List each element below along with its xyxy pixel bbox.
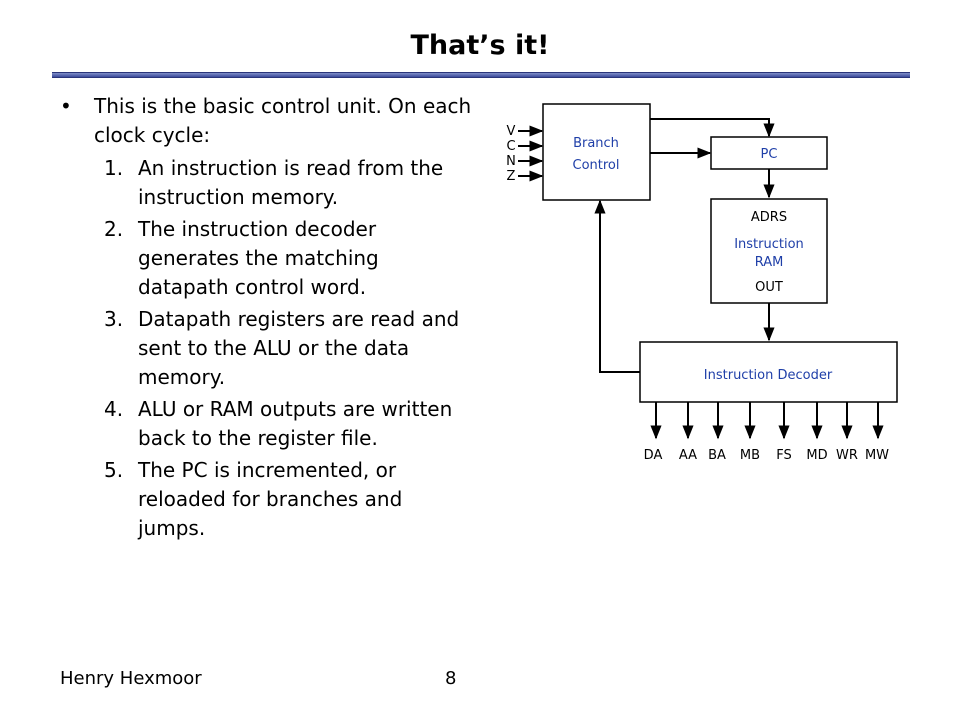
ram-label-2: RAM — [755, 255, 784, 270]
out-md-label: MD — [806, 448, 827, 463]
step-text: An instruction is read from the instruct… — [138, 156, 444, 209]
branch-control-label-1: Branch — [573, 136, 619, 151]
flag-n-label: N — [506, 154, 516, 169]
step-number: 1. — [104, 156, 124, 180]
out-mb-label: MB — [740, 448, 760, 463]
step-number: 5. — [104, 458, 124, 482]
branch-to-pc-load-arrow — [650, 118, 775, 138]
out-da-label: DA — [644, 448, 663, 463]
decoder-to-branch-arrow — [594, 199, 640, 373]
step-number: 3. — [104, 307, 124, 331]
out-aa-label: AA — [679, 448, 697, 463]
branch-control-block — [542, 103, 651, 201]
flag-z-label: Z — [507, 169, 516, 184]
ram-label-1: Instruction — [734, 237, 804, 252]
step-text: Datapath registers are read and sent to … — [138, 307, 460, 389]
instruction-ram-block — [710, 198, 828, 304]
title-divider — [52, 72, 910, 78]
pc-label: PC — [761, 147, 778, 162]
ram-out-label: OUT — [755, 280, 783, 295]
step-number: 2. — [104, 217, 124, 241]
out-mw-label: MW — [865, 448, 889, 463]
bullet-icon: • — [60, 94, 72, 118]
step-item: 4. ALU or RAM outputs are written back to… — [104, 395, 474, 453]
step-item: 5. The PC is incremented, or reloaded for… — [104, 456, 474, 543]
step-item: 1. An instruction is read from the instru… — [104, 154, 474, 212]
flag-c-label: C — [506, 139, 515, 154]
out-fs-label: FS — [776, 448, 792, 463]
out-ba-label: BA — [708, 448, 726, 463]
decoder-label: Instruction Decoder — [704, 368, 833, 383]
step-item: 3. Datapath registers are read and sent t… — [104, 305, 474, 392]
out-wr-label: WR — [836, 448, 858, 463]
footer-author: Henry Hexmoor — [60, 668, 202, 689]
step-text: The PC is incremented, or reloaded for b… — [138, 458, 403, 540]
step-number: 4. — [104, 397, 124, 421]
step-item: 2. The instruction decoder generates the … — [104, 215, 474, 302]
step-text: ALU or RAM outputs are written back to t… — [138, 397, 453, 450]
bullet-text: This is the basic control unit. On each … — [94, 94, 472, 147]
page-number: 8 — [445, 668, 457, 689]
flag-v-label: V — [507, 124, 516, 139]
step-text: The instruction decoder generates the ma… — [138, 217, 379, 299]
instruction-decoder-block — [639, 341, 898, 403]
ram-adrs-label: ADRS — [751, 210, 787, 225]
slide-title: That’s it! — [410, 30, 550, 61]
branch-control-label-2: Control — [573, 158, 620, 173]
step-list: 1. An instruction is read from the instru… — [104, 154, 474, 546]
